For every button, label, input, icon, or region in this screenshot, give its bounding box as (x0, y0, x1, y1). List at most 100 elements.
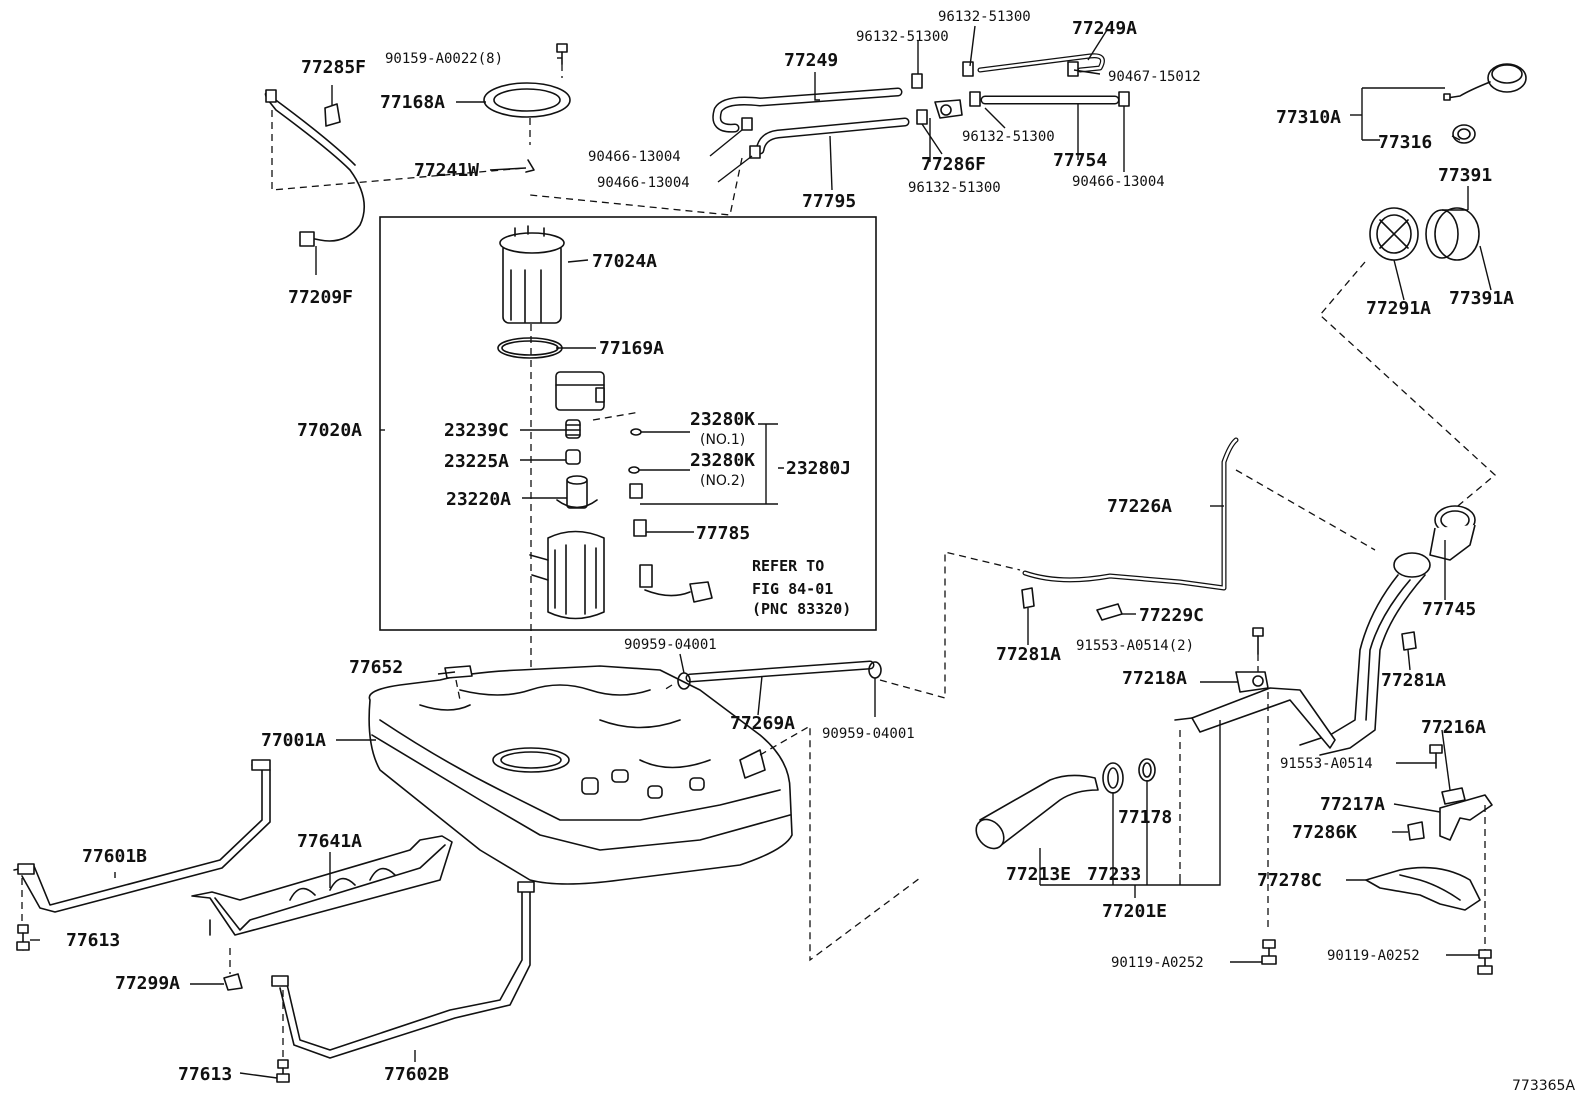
bolt-90119-a (1261, 939, 1277, 965)
fuel-inlet-protector-77291a (1369, 207, 1419, 261)
vent-valve-77286f (934, 99, 963, 119)
label-77178: 77178 (1118, 807, 1172, 828)
label-91553-a0514: 91553-A0514 (1280, 756, 1373, 772)
label-77281a-b: 77281A (1381, 670, 1446, 691)
label-96132-51300-a: 96132-51300 (856, 29, 949, 45)
tank-band-77602b (271, 881, 535, 1059)
label-77310a: 77310A (1276, 107, 1341, 128)
label-23280k-1: 23280K (690, 409, 755, 430)
label-77795: 77795 (802, 191, 856, 212)
label-23239c: 23239C (444, 420, 509, 441)
bolt-77613-a (16, 924, 30, 951)
label-96132-51300-d: 96132-51300 (962, 129, 1055, 145)
label-77602b: 77602B (384, 1064, 449, 1085)
vent-hose-77249a (977, 53, 1105, 73)
label-77613-b: 77613 (178, 1064, 232, 1085)
clamp-77281a-a (1021, 587, 1035, 609)
fuel-pump-assembly-box (379, 216, 877, 631)
label-23280k-2: 23280K (690, 450, 755, 471)
label-77785: 77785 (696, 523, 750, 544)
hose-77269a (685, 660, 875, 683)
label-90959-04001-a: 90959-04001 (624, 637, 717, 653)
label-77020a: 77020A (297, 420, 362, 441)
clamp-77233 (1102, 762, 1124, 794)
label-77601b: 77601B (82, 846, 147, 867)
label-23225a: 23225A (444, 451, 509, 472)
label-77168a: 77168A (380, 92, 445, 113)
label-77024a: 77024A (592, 251, 657, 272)
part-labels: 77285F 90159-A0022(8) 77168A 77241W 7720… (66, 9, 1575, 1094)
clip-77286k (1407, 821, 1425, 841)
label-77316: 77316 (1378, 132, 1432, 153)
gasket-77652 (444, 665, 473, 679)
bolt-91553-2 (1252, 627, 1264, 655)
figure-code: 773365A (1512, 1078, 1575, 1094)
refer-line-2: FIG 84-01 (752, 580, 833, 598)
label-77281a-a: 77281A (996, 644, 1061, 665)
label-77754: 77754 (1053, 150, 1107, 171)
label-77217a: 77217A (1320, 794, 1385, 815)
vent-hose-77795 (755, 117, 910, 155)
fuel-pump-23220a (556, 475, 598, 509)
clip-77299a (223, 973, 243, 991)
label-77233: 77233 (1087, 864, 1141, 885)
label-90466-13004-b: 90466-13004 (597, 175, 690, 191)
breather-tube-77226a (1022, 437, 1239, 591)
refer-line-1: REFER TO (752, 557, 824, 575)
label-no2: (NO.2) (700, 473, 745, 489)
clamp-77281a-b (1401, 631, 1417, 651)
clip-77285f (324, 103, 341, 127)
label-77652: 77652 (349, 657, 403, 678)
label-77216a: 77216A (1421, 717, 1486, 738)
spring-23239c (565, 419, 581, 439)
label-77249a: 77249A (1072, 18, 1137, 39)
refer-line-3: (PNC 83320) (752, 600, 851, 618)
tank-band-77601b (13, 759, 271, 913)
filler-neck-hose (1174, 687, 1336, 749)
label-23280j: 23280J (786, 458, 851, 479)
pump-sub-assembly (529, 530, 605, 620)
label-77001a: 77001A (261, 730, 326, 751)
label-23220a: 23220A (446, 489, 511, 510)
label-90119-a0252-a: 90119-A0252 (1111, 955, 1204, 971)
label-96132-51300-c: 96132-51300 (908, 180, 1001, 196)
label-77278c: 77278C (1257, 870, 1322, 891)
bolt-90159 (556, 43, 568, 65)
filler-hose-77213e (975, 774, 1099, 850)
gasket-77391a (1425, 207, 1480, 261)
fuel-pump-bracket-77024a (499, 225, 565, 324)
label-no1: (NO.1) (700, 432, 745, 448)
label-90467-15012: 90467-15012 (1108, 69, 1201, 85)
label-77286k: 77286K (1292, 822, 1357, 843)
bracket-77217a (1439, 794, 1493, 841)
label-77291a: 77291A (1366, 298, 1431, 319)
label-77226a: 77226A (1107, 496, 1172, 517)
label-90119-a0252-b: 90119-A0252 (1327, 948, 1420, 964)
label-77269a: 77269A (730, 713, 795, 734)
label-90959-04001-b: 90959-04001 (822, 726, 915, 742)
label-77218a: 77218A (1122, 668, 1187, 689)
retainer-ring-77168a (483, 82, 571, 118)
label-77209f: 77209F (288, 287, 353, 308)
label-77613-a: 77613 (66, 930, 120, 951)
label-90466-13004-c: 90466-13004 (1072, 174, 1165, 190)
fuel-tank-77001a (368, 665, 793, 885)
label-77391: 77391 (1438, 165, 1492, 186)
bolt-91553 (1429, 744, 1443, 769)
cushion-23225a (565, 449, 581, 465)
sender-gauge-wire (264, 89, 366, 247)
label-77641a: 77641A (297, 831, 362, 852)
label-77229c: 77229C (1139, 605, 1204, 626)
filler-pipe-77745 (1299, 505, 1476, 756)
bolt-90119-b (1477, 949, 1493, 975)
label-77201e: 77201E (1102, 901, 1167, 922)
vent-hose-77249 (712, 87, 903, 133)
label-77241w: 77241W (414, 160, 479, 181)
label-77285f: 77285F (301, 57, 366, 78)
label-96132-51300-b: 96132-51300 (938, 9, 1031, 25)
gasket-77178 (1138, 758, 1156, 782)
protector-77641a (191, 835, 453, 936)
gasket-77169a (497, 337, 563, 359)
label-77299a: 77299A (115, 973, 180, 994)
